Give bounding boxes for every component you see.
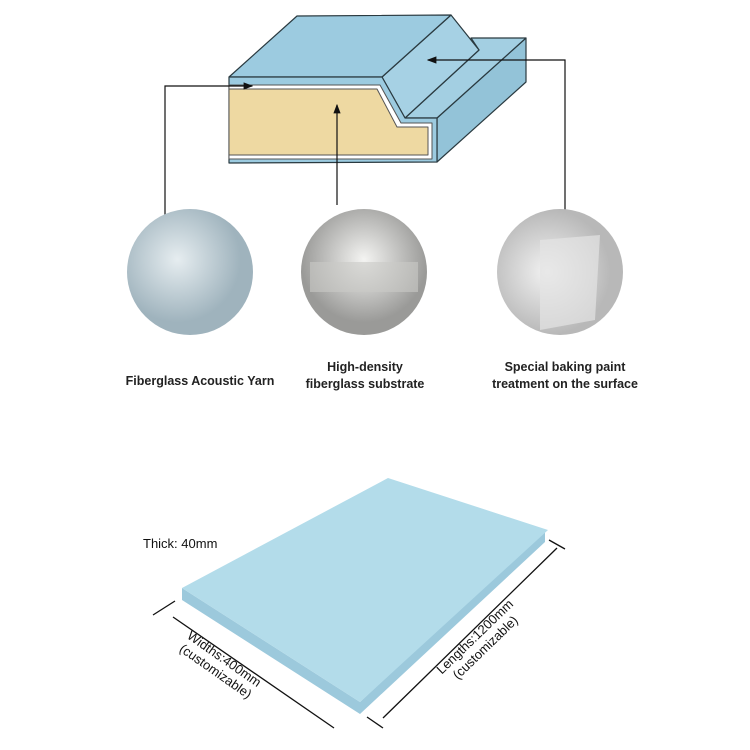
label-baking-paint: Special baking paint treatment on the su… — [475, 359, 655, 393]
dimension-lines — [152, 539, 566, 729]
fiberglass-yarn-photo — [127, 209, 253, 335]
panel-cross-section — [228, 14, 527, 164]
leader-lines — [164, 56, 566, 215]
label-fiberglass-substrate: High-density fiberglass substrate — [285, 359, 445, 393]
acoustic-board — [182, 478, 548, 714]
label-fiberglass-yarn: Fiberglass Acoustic Yarn — [125, 374, 275, 388]
label-line: fiberglass substrate — [305, 377, 425, 391]
label-line: High-density — [327, 360, 403, 374]
label-line: Special baking paint — [504, 360, 626, 374]
label-line: treatment on the surface — [492, 377, 638, 391]
thick-label: Thick: 40mm — [143, 536, 218, 551]
